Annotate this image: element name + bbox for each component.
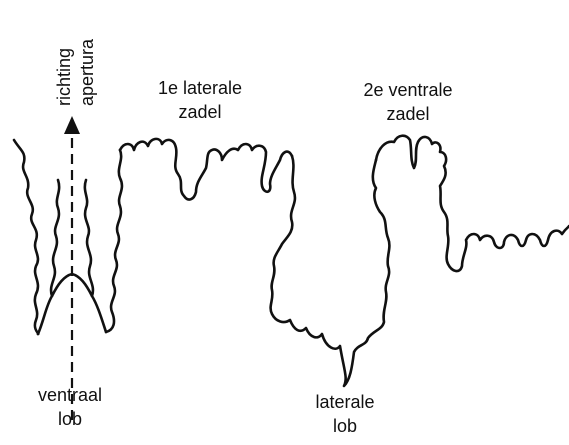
ventral-lobe-right-wall: [106, 150, 122, 332]
ventral-lobe-label-1: ventraal: [20, 384, 120, 406]
second-ventral-saddle: [376, 136, 569, 271]
ventral-lobe-label-2: lob: [20, 408, 120, 430]
lateral-lobe-label-2: lob: [290, 415, 400, 437]
first-lateral-saddle: [120, 139, 292, 200]
first-lateral-saddle-label-2: zadel: [140, 101, 260, 123]
lateral-lobe: [271, 156, 390, 386]
ventral-lobe-inner-left: [51, 180, 59, 296]
direction-label-1: richting: [54, 48, 75, 106]
aperture-direction-arrow: [64, 116, 80, 420]
ventral-lobe-inner-right: [85, 180, 93, 296]
second-ventral-saddle-label-2: zadel: [348, 103, 468, 125]
lateral-lobe-label-1: laterale: [290, 391, 400, 413]
first-lateral-saddle-label-1: 1e laterale: [140, 77, 260, 99]
second-ventral-saddle-label-1: 2e ventrale: [348, 79, 468, 101]
ventral-lobe-left-wall: [14, 140, 38, 334]
arrowhead-icon: [64, 116, 80, 134]
direction-label-2: apertura: [77, 39, 98, 106]
